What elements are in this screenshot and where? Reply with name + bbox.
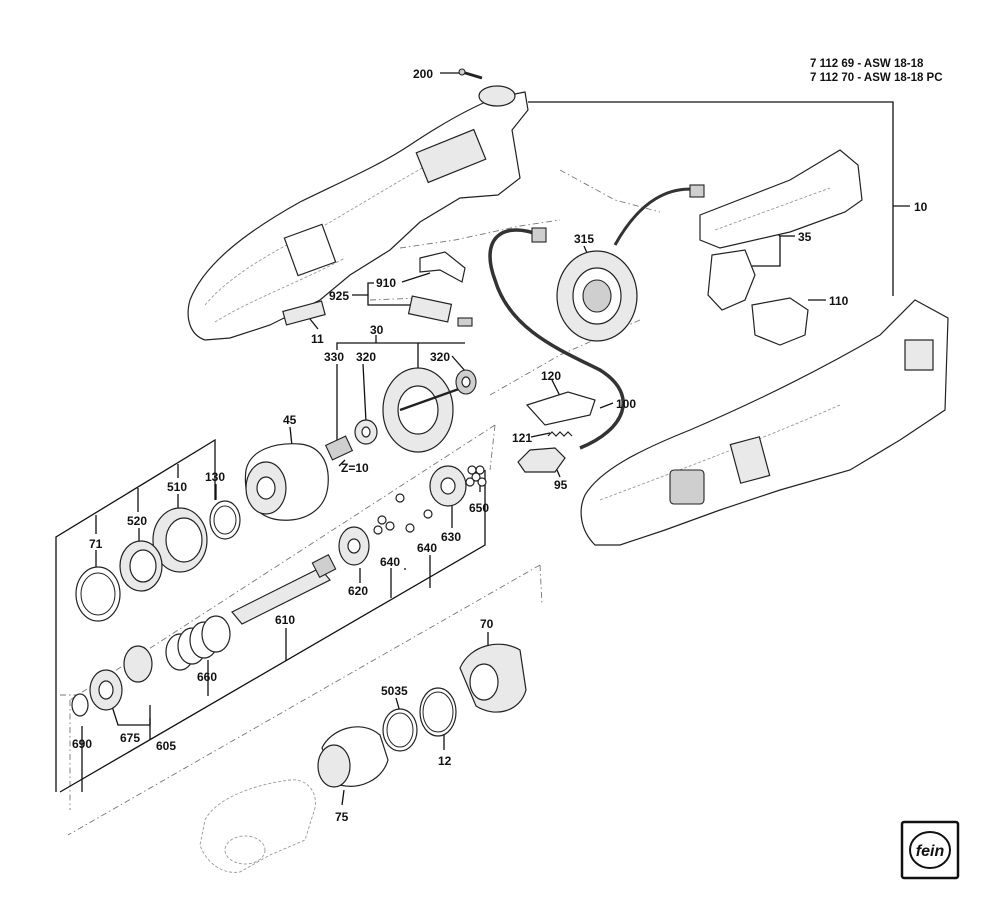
electronics-module-35 <box>699 149 863 311</box>
callout-45: 45 <box>283 413 297 427</box>
callout-110: 110 <box>829 294 849 308</box>
seal-520 <box>119 540 163 592</box>
callout-640-left: 640 <box>380 555 400 569</box>
spindle-610 <box>231 554 337 625</box>
battery-contact-110 <box>751 297 809 346</box>
callout-910: 910 <box>376 276 396 290</box>
callout-120: 120 <box>541 369 561 383</box>
housing-10 <box>580 299 949 546</box>
model-title-line-2: 7 112 70 - ASW 18-18 PC <box>810 72 943 84</box>
callout-620: 620 <box>348 584 368 598</box>
ring-gear-510 <box>152 507 208 573</box>
callout-320-left: 320 <box>356 350 376 364</box>
ball-set-650 <box>465 465 487 487</box>
model-title: 7 112 69 - ASW 18-18 7 112 70 - ASW 18-1… <box>810 58 943 84</box>
clutch-675 <box>89 645 153 711</box>
pinion-330 <box>324 435 354 461</box>
housing-shell-left <box>187 85 529 341</box>
callout-200: 200 <box>413 67 433 81</box>
fein-logo: fein <box>900 820 960 880</box>
pad-11 <box>282 300 326 326</box>
gear-620 <box>338 526 370 566</box>
callout-35: 35 <box>798 230 812 244</box>
ring-130 <box>209 500 241 540</box>
fein-logo-text: fein <box>916 843 945 860</box>
callout-100: 100 <box>616 397 636 411</box>
planet-carrier-630 <box>429 465 467 507</box>
callout-75: 75 <box>335 810 349 824</box>
rotor-30 <box>382 367 477 453</box>
callout-315: 315 <box>574 232 594 246</box>
head-outline-ghost <box>199 779 316 873</box>
model-title-line-1: 7 112 69 - ASW 18-18 <box>810 58 924 70</box>
callout-z10: Z=10 <box>341 461 369 475</box>
callout-630: 630 <box>441 530 461 544</box>
callout-30: 30 <box>370 323 384 337</box>
spring-121 <box>547 431 573 437</box>
callout-925: 925 <box>329 289 349 303</box>
callout-510: 510 <box>167 480 187 494</box>
callout-320-right: 320 <box>430 350 450 364</box>
callout-610: 610 <box>275 613 295 627</box>
callout-70: 70 <box>480 617 494 631</box>
callout-675: 675 <box>120 731 140 745</box>
spring-660 <box>165 615 231 671</box>
cover-910 <box>419 251 466 283</box>
callout-labels: 200 10 910 925 11 315 35 110 30 330 320 … <box>72 67 928 824</box>
wiring-harness <box>488 184 705 450</box>
bearing-320 <box>354 419 378 445</box>
callout-71: 71 <box>89 537 103 551</box>
ring-690 <box>71 693 89 717</box>
switch-120 <box>525 391 596 426</box>
callout-640-right: 640 <box>417 541 437 555</box>
o-ring-12 <box>419 687 457 737</box>
callout-121: 121 <box>512 431 532 445</box>
callout-95: 95 <box>554 478 568 492</box>
screw-200 <box>458 68 483 80</box>
callout-520: 520 <box>127 514 147 528</box>
callout-330: 330 <box>324 350 344 364</box>
stator-315 <box>556 250 638 342</box>
callout-660: 660 <box>197 670 217 684</box>
callout-130: 130 <box>205 470 225 484</box>
head-housing-70 <box>459 643 527 713</box>
callout-650: 650 <box>469 501 489 515</box>
callout-5035: 5035 <box>381 684 408 698</box>
clip-71 <box>75 566 121 622</box>
ring-5035 <box>382 708 418 752</box>
callout-605: 605 <box>156 739 176 753</box>
gear-housing-45 <box>244 443 329 521</box>
slider-95 <box>517 447 566 473</box>
callout-11: 11 <box>311 332 324 346</box>
balls-640 <box>373 493 433 535</box>
callout-12: 12 <box>438 754 452 768</box>
callout-10: 10 <box>914 200 928 214</box>
callout-690: 690 <box>72 737 92 751</box>
sleeve-75 <box>317 726 389 788</box>
bracket-925 <box>407 295 473 327</box>
